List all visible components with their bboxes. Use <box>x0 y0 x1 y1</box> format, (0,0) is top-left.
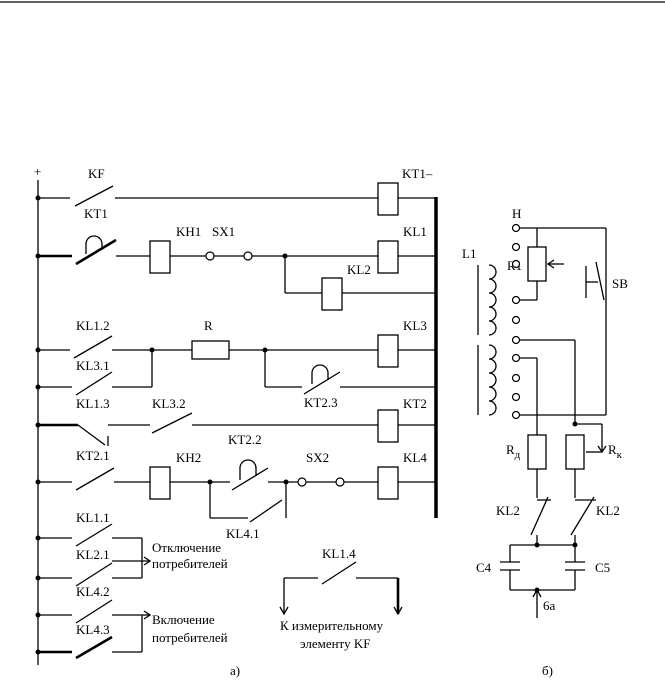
label-b-kl-left: KL2 <box>496 503 520 518</box>
label-kt2-1: KT2.1 <box>76 448 110 463</box>
resistor-r1 <box>527 246 547 282</box>
label-connect-2: потребителей <box>152 630 228 645</box>
timer-arc-kt1 <box>85 235 103 254</box>
coil-kl1 <box>377 240 399 274</box>
contact-kl3-1 <box>75 371 113 396</box>
label-kl4-3: KL4.3 <box>76 622 110 637</box>
output-contacts: KL1.1 KL2.1 Отключение потребителей KL4.… <box>35 510 403 660</box>
coil-kt2 <box>377 409 399 443</box>
label-c4: C4 <box>476 560 492 575</box>
row-kl3: KL1.2 R KL3 KL3.1 KT2.3 <box>35 318 436 410</box>
label-b-kl-right: KL2 <box>596 503 620 518</box>
coil-kh1 <box>149 240 171 274</box>
row-kl4: KT2.1 KH2 KT2.2 SX2 KL4 KL4.1 <box>35 432 436 541</box>
part-b: Н R1 SB L1 <box>462 206 628 618</box>
label-kl1-3: KL1.3 <box>76 396 110 411</box>
label-disconnect-1: Отключение <box>152 540 221 555</box>
label-h: Н <box>512 206 521 221</box>
contact-kt2-3 <box>303 371 341 395</box>
label-kl2-1: KL2.1 <box>76 547 110 562</box>
label-l1: L1 <box>462 246 476 261</box>
row-kt2: KL1.3 KL3.2 KT2 <box>35 396 436 446</box>
label-kt1-coil: KT1– <box>402 166 433 181</box>
label-sb: SB <box>612 276 628 291</box>
label-to-kf-2: элементу KF <box>300 636 370 651</box>
label-sx1: SX1 <box>212 224 235 239</box>
resistor-rd <box>527 434 547 470</box>
caption-a: а) <box>230 663 240 678</box>
contact-kl4-1 <box>249 499 283 523</box>
contact-kl3-2 <box>151 412 193 434</box>
label-to-kf-1: К измерительному <box>280 618 384 633</box>
row-kf-kt1: KF KT1– <box>35 166 436 216</box>
coil-kt1 <box>377 182 399 216</box>
label-kl1-4: KL1.4 <box>322 546 356 561</box>
label-rd: Rд <box>506 442 521 461</box>
contact-kl1-2 <box>73 335 113 359</box>
label-kl1-2: KL1.2 <box>76 318 110 333</box>
label-kl4-1: KL4.1 <box>226 526 260 541</box>
label-c5: C5 <box>595 560 610 575</box>
label-rk: Rк <box>608 442 623 461</box>
label-r: R <box>204 318 213 333</box>
label-sx2: SX2 <box>306 450 329 465</box>
label-kl2-coil: KL2 <box>347 262 371 277</box>
label-kt1-contact: KT1 <box>84 206 108 221</box>
contact-kf <box>74 185 114 207</box>
caption-b: б) <box>542 663 553 678</box>
label-kl3-2: KL3.2 <box>152 396 186 411</box>
contact-kt2-1 <box>75 467 115 491</box>
label-kl3-1: KL3.1 <box>76 358 110 373</box>
resistor-r <box>191 340 230 360</box>
label-kt2-3: KT2.3 <box>304 395 338 410</box>
label-kl4-2: KL4.2 <box>76 584 110 599</box>
label-kh1: KH1 <box>176 224 201 239</box>
label-kl1-coil: KL1 <box>403 224 427 239</box>
label-kl3-coil: KL3 <box>403 318 427 333</box>
contact-kt1 <box>75 238 117 266</box>
coil-kh2 <box>149 466 171 500</box>
coil-kl2 <box>321 277 343 311</box>
resistor-rk <box>565 434 585 470</box>
row-kt1-kl1: KT1 KH1 SX1 KL1 KL2 <box>35 206 436 311</box>
label-kl1-1: KL1.1 <box>76 510 110 525</box>
label-plus: + <box>34 164 41 179</box>
label-kl4-coil: KL4 <box>403 450 427 465</box>
label-kt2-coil: KT2 <box>403 396 427 411</box>
label-kt2-2: KT2.2 <box>228 432 262 447</box>
label-kf: KF <box>88 166 105 181</box>
label-kh2: KH2 <box>176 450 201 465</box>
label-6a: 6а <box>543 598 556 613</box>
contact-kl1-3 <box>77 424 106 446</box>
label-disconnect-2: потребителей <box>152 556 228 571</box>
coil-kl4 <box>377 466 399 500</box>
contact-kt2-2 <box>231 467 269 491</box>
coil-kl3 <box>377 334 399 368</box>
label-connect-1: Включение <box>152 612 215 627</box>
